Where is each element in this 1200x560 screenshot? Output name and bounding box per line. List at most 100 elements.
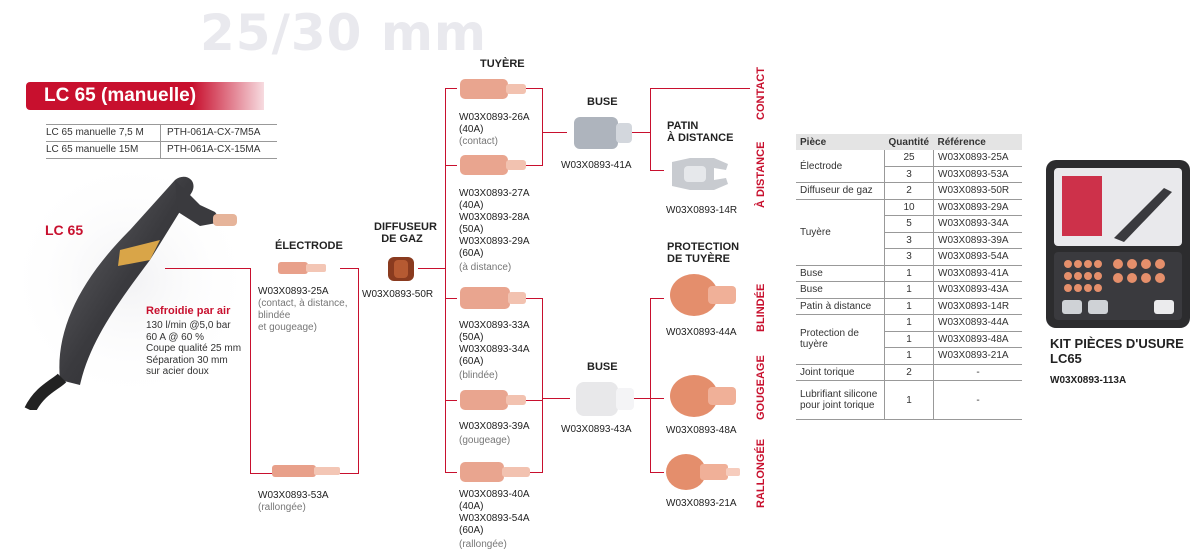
torch-head (175, 180, 222, 226)
connector-line (165, 268, 250, 269)
connector-line (445, 472, 457, 473)
tuyere-distance-ref: W03X0893-27A (459, 188, 530, 199)
electrode-long-ref: W03X0893-53A (258, 490, 329, 501)
table-cell-piece: Électrode (796, 150, 885, 183)
table-cell-piece: Protection de tuyère (796, 314, 885, 365)
tuyere-distance-ref: W03X0893-28A (459, 212, 530, 223)
table-cell-qty: 1 (884, 265, 934, 282)
table-cell-ref: W03X0893-43A (933, 281, 1022, 299)
table-cell-ref: W03X0893-41A (933, 265, 1022, 282)
table-row: Buse 1 W03X0893-41A (796, 265, 1022, 282)
torch-spec: Séparation 30 mm (146, 354, 228, 366)
table-row: 3 W03X0893-54A (796, 248, 1022, 266)
tuyere-distance-amp: (60A) (459, 248, 484, 259)
tuyere-contact-image (460, 79, 526, 99)
connector-line (525, 88, 542, 89)
table-row: 3 W03X0893-53A (796, 166, 1022, 183)
table-cell-ref: W03X0893-50R (933, 182, 1022, 200)
table-header-cell: Pièce (796, 134, 885, 150)
table-row: Protection de tuyère 1 W03X0893-44A (796, 314, 1022, 365)
connector-line (650, 298, 664, 299)
connector-line (650, 398, 664, 399)
connector-line (525, 165, 542, 166)
model-table: LC 65 manuelle 7,5 M PTH-061A-CX-7M5A LC… (46, 124, 277, 159)
table-row: 1 W03X0893-48A (796, 331, 1022, 348)
electrode-note: (contact, à distance, (258, 298, 348, 309)
table-cell-piece: Lubrifiant silicone pour joint torique (796, 380, 885, 420)
table-cell-ref: W03X0893-34A (933, 215, 1022, 233)
kit-ref: W03X0893-113A (1050, 375, 1127, 386)
tuyere-shielded-amp: (50A) (459, 332, 484, 343)
electrode-title: ÉLECTRODE (275, 240, 343, 252)
torch-cable (24, 373, 67, 410)
buse-contact-image (574, 117, 632, 149)
model-name: LC 65 manuelle 15M (46, 142, 161, 158)
table-header-cell: Référence (933, 134, 1022, 150)
tuyere-distance-note: (à distance) (459, 262, 512, 273)
kit-case-image (1046, 160, 1190, 328)
torch-spec: sur acier doux (146, 366, 209, 377)
table-header: Pièce Quantité Référence (796, 134, 1022, 150)
table-cell-qty: 2 (884, 364, 934, 381)
connector-line (525, 472, 542, 473)
table-row: Buse 1 W03X0893-43A (796, 281, 1022, 299)
tuyere-extended-ref: W03X0893-40A (459, 489, 530, 500)
protection-extended-ref: W03X0893-21A (666, 498, 737, 509)
table-cell-qty: 3 (884, 166, 934, 183)
table-row: 3 W03X0893-39A (796, 232, 1022, 249)
table-cell-qty: 25 (884, 150, 934, 167)
tuyere-contact-amp: (40A) (459, 124, 484, 135)
connector-line (650, 298, 651, 473)
tuyere-extended-ref: W03X0893-54A (459, 513, 530, 524)
table-row: Patin à distance 1 W03X0893-14R (796, 298, 1022, 315)
electrode-note: et gougeage) (258, 322, 317, 333)
table-cell-ref: W03X0893-21A (933, 347, 1022, 365)
tuyere-shielded-image (460, 287, 526, 309)
protection-gouging-image (670, 375, 736, 417)
table-row: Diffuseur de gaz 2 W03X0893-50R (796, 182, 1022, 200)
connector-line (340, 268, 358, 269)
table-header-cell: Quantité (884, 134, 934, 150)
table-cell-ref: W03X0893-14R (933, 298, 1022, 315)
buse-contact-title: BUSE (587, 96, 618, 108)
connector-line (632, 398, 650, 399)
torch-spec: 130 l/min @5,0 bar (146, 320, 231, 331)
kit-title-line: LC65 (1050, 351, 1082, 366)
mode-label-extended: RALLONGÉE (755, 438, 767, 508)
table-cell-ref: - (933, 380, 1022, 420)
tuyere-shielded-note: (blindée) (459, 370, 498, 381)
table-cell-ref: - (933, 364, 1022, 381)
model-row: LC 65 manuelle 7,5 M PTH-061A-CX-7M5A (46, 124, 277, 142)
tuyere-distance-amp: (50A) (459, 224, 484, 235)
table-row: Tuyère 10 W03X0893-29A (796, 199, 1022, 266)
model-ref: PTH-061A-CX-7M5A (167, 127, 261, 138)
connector-line (632, 132, 650, 133)
table-row: Joint torique 2 - (796, 364, 1022, 381)
diffuser-title-line: DIFFUSEUR (374, 221, 437, 233)
model-row: LC 65 manuelle 15M PTH-061A-CX-15MA (46, 142, 277, 159)
electrode-long-note: (rallongée) (258, 502, 306, 513)
connector-line (445, 88, 446, 473)
diffuser-ref: W03X0893-50R (362, 289, 434, 300)
protection-gouging-ref: W03X0893-48A (666, 425, 737, 436)
table-cell-qty: 2 (884, 182, 934, 200)
protection-shielded-ref: W03X0893-44A (666, 327, 737, 338)
tuyere-shielded-ref: W03X0893-34A (459, 344, 530, 355)
electrode-long-image (272, 465, 340, 477)
protection-title-line: PROTECTION (667, 241, 740, 253)
tuyere-contact-ref: W03X0893-26A (459, 112, 530, 123)
table-row: Lubrifiant silicone pour joint torique 1… (796, 380, 1022, 420)
tuyere-distance-amp: (40A) (459, 200, 484, 211)
table-cell-qty: 10 (884, 199, 934, 216)
diffuser-title-line: DE GAZ (381, 233, 423, 245)
table-cell-ref: W03X0893-44A (933, 314, 1022, 332)
tuyere-extended-note: (rallongée) (459, 539, 507, 550)
patin-image (672, 158, 728, 190)
tuyere-gouging-note: (gougeage) (459, 435, 511, 446)
tuyere-distance-image (460, 155, 526, 175)
diffuser-title: DIFFUSEUR DE GAZ (374, 221, 437, 245)
connector-line (650, 170, 664, 171)
tuyere-distance-ref: W03X0893-29A (459, 236, 530, 247)
mode-label-contact: CONTACT (755, 67, 767, 120)
tuyere-extended-amp: (60A) (459, 525, 484, 536)
